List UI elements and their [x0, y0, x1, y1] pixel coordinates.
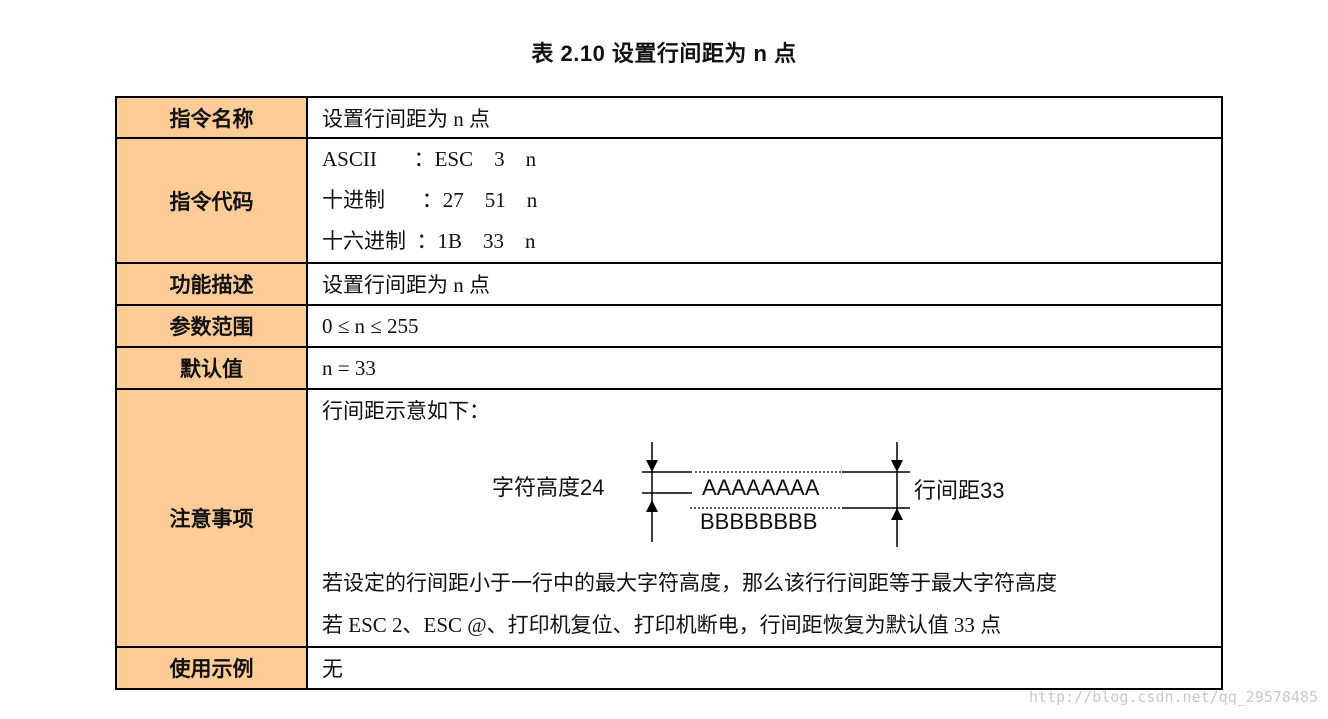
table-row-command-code: 指令代码 ASCII ：ESC 3 n 十进制 ：27 51 n 十六进制 ：1…: [115, 137, 1223, 264]
table-row-example: 使用示例 无: [115, 646, 1223, 690]
code-ascii: ASCII ：ESC 3 n: [322, 147, 537, 171]
row-value: 无: [306, 646, 1223, 690]
watermark: http://blog.csdn.net/qq_29578485: [1029, 688, 1318, 706]
note-1: 若设定的行间距小于一行中的最大字符高度，那么该行行间距等于最大字符高度: [322, 571, 1057, 595]
row-value: ASCII ：ESC 3 n 十进制 ：27 51 n 十六进制 ：1B 33 …: [306, 137, 1223, 264]
row-label: 参数范围: [115, 304, 308, 348]
row-label: 功能描述: [115, 262, 308, 306]
table-caption: 表 2.10 设置行间距为 n 点: [531, 41, 797, 66]
row-value: 行间距示意如下： 字符高度24: [306, 388, 1223, 648]
line-a-text: AAAAAAAA: [702, 475, 820, 500]
row-label: 指令代码: [115, 137, 308, 264]
table-row-range: 参数范围 0 ≤ n ≤ 255: [115, 304, 1223, 348]
table-row-notes: 注意事项 行间距示意如下：: [115, 388, 1223, 648]
row-value: 设置行间距为 n 点: [306, 96, 1223, 139]
line-spacing-diagram: 字符高度24 AAAAAAAA BBBBBBBB 行间距33: [322, 432, 1221, 562]
row-value: 设置行间距为 n 点: [306, 262, 1223, 306]
notes-intro: 行间距示意如下：: [322, 399, 490, 423]
table-row-function: 功能描述 设置行间距为 n 点: [115, 262, 1223, 306]
row-label: 默认值: [115, 346, 308, 390]
code-decimal: 十进制 ：27 51 n: [322, 188, 538, 212]
code-hex: 十六进制 ：1B 33 n: [322, 229, 536, 253]
char-height-label: 字符高度24: [492, 475, 604, 500]
row-label: 使用示例: [115, 646, 308, 690]
note-2: 若 ESC 2、ESC @、打印机复位、打印机断电，行间距恢复为默认值 33 点: [322, 613, 1002, 637]
line-spacing-label: 行间距33: [914, 478, 1004, 503]
table-row-command-name: 指令名称 设置行间距为 n 点: [115, 96, 1223, 139]
row-value: 0 ≤ n ≤ 255: [306, 304, 1223, 348]
row-value: n = 33: [306, 346, 1223, 390]
row-label: 注意事项: [115, 388, 308, 648]
row-label: 指令名称: [115, 96, 308, 139]
table-row-default: 默认值 n = 33: [115, 346, 1223, 390]
command-spec-table: 指令名称 设置行间距为 n 点 指令代码 ASCII ：ESC 3 n 十进制 …: [115, 96, 1223, 690]
line-b-text: BBBBBBBB: [700, 509, 817, 534]
